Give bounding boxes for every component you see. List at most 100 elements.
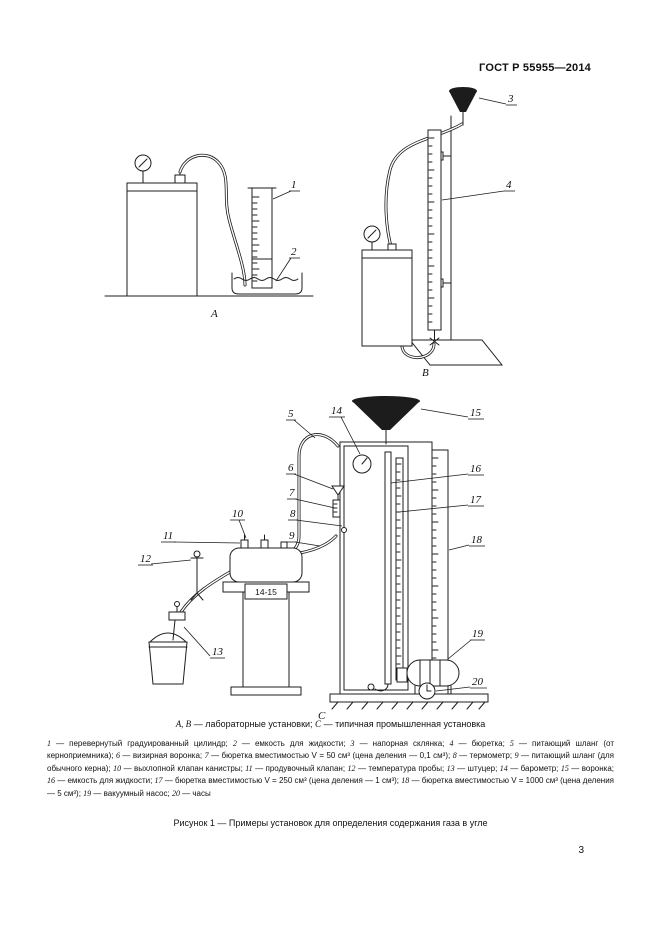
callout-20: 20 [435, 676, 487, 692]
legend-item-number: 17 [154, 776, 163, 786]
legend-item-number: 15 [560, 763, 569, 773]
figure-legend: 1 — перевернутый градуированный цилиндр;… [47, 738, 614, 800]
diagram-c-label: С [318, 710, 326, 722]
legend-item-number: 12 [347, 763, 356, 773]
lab-stand [408, 115, 504, 366]
legend-item-text: — бюретка вместимостью V = 250 см³ (цена… [162, 776, 402, 786]
callout-8: 8 [288, 508, 343, 527]
legend-item-number: 18 [401, 776, 410, 786]
callout-10-label: 10 [232, 508, 244, 520]
callout-1: 1 [272, 179, 300, 200]
legend-item-text: — бюретка; [453, 739, 510, 748]
legend-item-number: 13 [446, 763, 455, 773]
legend-item-text: — выхлопной клапан канистры; [121, 763, 246, 773]
callout-7: 7 [287, 487, 336, 509]
legend-item-text: — бюретка вместимостью V = 50 см³ (цена … [208, 751, 453, 761]
legend-item-text: — вакуумный насос; [91, 788, 172, 798]
callout-2: 2 [275, 246, 300, 282]
figure-subcaption: А, В — лабораторные установки; С — типич… [0, 719, 661, 729]
legend-item-number: 6 [115, 751, 120, 761]
callout-16-label: 16 [470, 463, 482, 475]
subcaption-ab-text: — лабораторные установки; [191, 719, 316, 729]
callout-17: 17 [398, 494, 484, 513]
callout-13: 13 [183, 626, 225, 659]
callout-8-label: 8 [290, 508, 296, 520]
small-burette [332, 499, 341, 518]
callout-9: 9 [287, 530, 321, 547]
callout-16: 16 [390, 463, 484, 484]
legend-item-text: — перевернутый градуированный цилиндр; [51, 739, 233, 748]
nameplate-label: 14-15 [255, 587, 277, 597]
legend-item-text: — барометр; [507, 763, 561, 773]
inverted-cylinder [247, 187, 277, 289]
callout-6: 6 [286, 462, 334, 490]
pressure-bottle [449, 87, 477, 126]
legend-item-number: 5 [509, 739, 514, 748]
legend-item-text: — напорная склянка; [354, 739, 450, 748]
callout-1-label: 1 [291, 179, 297, 191]
callout-5-label: 5 [288, 408, 294, 420]
legend-item-text: — продувочный клапан; [252, 763, 348, 773]
legend-item-number: 3 [350, 739, 355, 748]
callout-7-label: 7 [289, 487, 295, 499]
legend-item-number: 20 [171, 788, 180, 798]
callout-5: 5 [286, 408, 316, 439]
sight-funnel [331, 485, 345, 501]
subcaption-c: С [315, 719, 322, 729]
callout-15: 15 [420, 407, 484, 420]
legend-item-text: — воронка; [568, 763, 614, 773]
callout-11: 11 [161, 530, 241, 544]
dish-water-line [233, 277, 299, 281]
feed-hose-top [271, 433, 340, 558]
burette-b [427, 129, 442, 346]
legend-item-number: 10 [113, 763, 122, 773]
legend-item-number: 11 [245, 763, 253, 773]
base-and-ground [329, 693, 489, 710]
subcaption-ab: А, В [175, 719, 192, 729]
callout-9-label: 9 [289, 530, 295, 542]
callout-6-label: 6 [288, 462, 294, 474]
legend-item-number: 19 [83, 788, 92, 798]
callout-17-label: 17 [470, 494, 482, 506]
legend-item-text: — штуцер; [454, 763, 500, 773]
callout-15-label: 15 [470, 407, 482, 419]
legend-item-number: 8 [452, 751, 457, 761]
liquid-dish [231, 272, 303, 295]
large-burette [431, 449, 449, 695]
gas-canister-a [126, 154, 198, 297]
temperature-probe [190, 550, 204, 601]
callout-3-label: 3 [507, 93, 514, 105]
callout-18-label: 18 [471, 534, 483, 546]
legend-item-number: 16 [47, 776, 55, 786]
callout-14: 14 [329, 405, 361, 455]
gas-canister-b [361, 225, 413, 347]
diagram-a-label: А [210, 308, 218, 320]
legend-item-text: — температура пробы; [355, 763, 447, 773]
hose-a [178, 153, 247, 287]
legend-item-number: 14 [499, 763, 508, 773]
callout-12: 12 [138, 553, 192, 566]
callout-10: 10 [230, 508, 247, 539]
callout-19: 19 [447, 628, 485, 660]
legend-item-number: 9 [514, 751, 519, 761]
diagram-a: 1 2 А [104, 153, 314, 320]
page-number: 3 [578, 845, 584, 856]
figure-caption: Рисунок 1 — Примеры установок для опреде… [173, 818, 488, 828]
diagram-c: 14-15 5 [138, 396, 489, 722]
legend-item-text: — питающий шланг (для обычного керна); [47, 751, 615, 773]
callout-11-label: 11 [163, 530, 173, 542]
callout-3: 3 [478, 93, 517, 106]
diagram-b-label: В [422, 367, 429, 379]
diagram-b: 3 4 В [361, 87, 517, 379]
callout-4: 4 [441, 179, 515, 201]
legend-item-number: 2 [232, 739, 237, 748]
bucket [148, 632, 188, 685]
legend-item-text: — бюретка вместимостью V = 1000 см³ (цен… [47, 776, 614, 798]
legend-item-text: — визирная воронка; [119, 751, 205, 761]
callout-14-label: 14 [331, 405, 343, 417]
nameplate: 14-15 [244, 583, 288, 600]
doc-number: ГОСТ Р 55955—2014 [479, 62, 591, 74]
subcaption-c-text: — типичная промышленная установка [321, 719, 486, 729]
callout-4-label: 4 [506, 179, 512, 191]
